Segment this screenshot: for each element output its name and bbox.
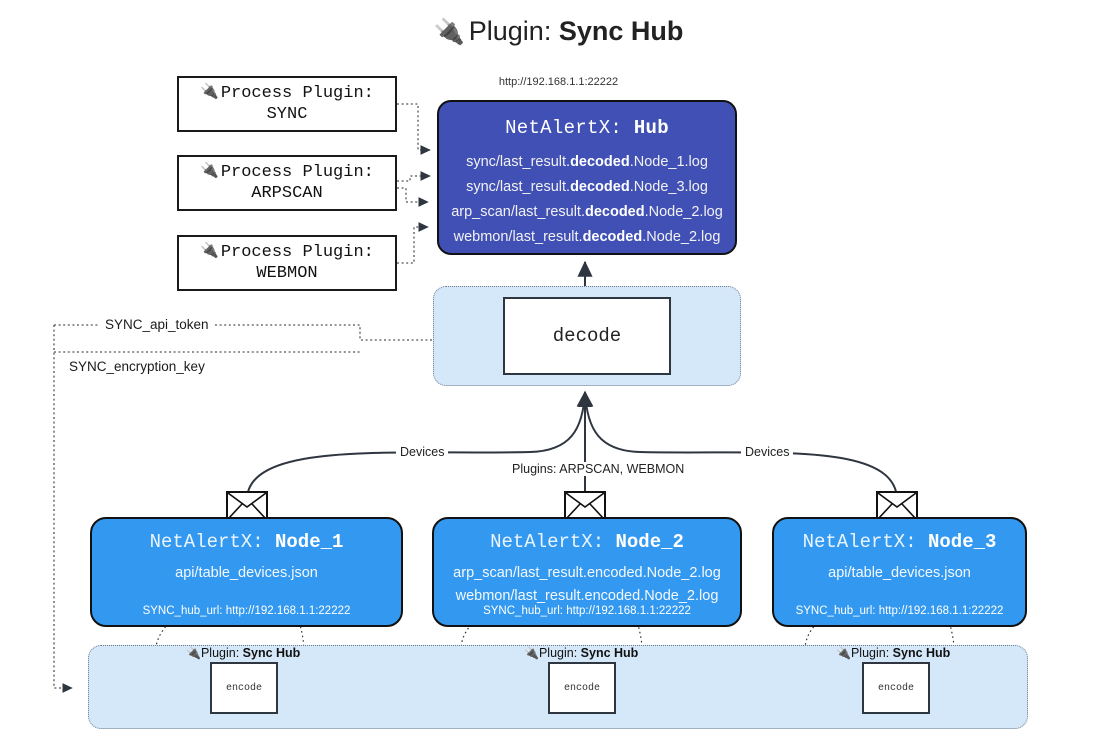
bottom-plugin-label-3: 🔌Plugin: Sync Hub [836, 646, 950, 660]
log-pre: sync/last_result. [466, 154, 571, 170]
node-title: NetAlertX: Node_1 [92, 531, 401, 553]
page-title-prefix: Plugin: [468, 16, 559, 46]
log-pre: webmon/last_result. [453, 228, 583, 245]
process-plugin-box-webmon[interactable]: 🔌Process Plugin: WEBMON [177, 235, 397, 291]
hub-log-row: sync/last_result.decoded.Node_1.log [439, 150, 735, 175]
node-line: webmon/last_result.encoded.Node_2.log [455, 588, 719, 605]
node-title-name: Node_3 [928, 531, 997, 553]
plug-icon: 🔌 [836, 646, 851, 660]
process-plugin-name: WEBMON [256, 264, 318, 283]
log-pre: arp_scan/last_result. [451, 203, 585, 220]
plug-icon: 🔌 [200, 84, 219, 101]
bottom-plugin-label-2: 🔌Plugin: Sync Hub [524, 646, 638, 660]
node-box-node-3[interactable]: NetAlertX: Node_3 api/table_devices.json… [772, 517, 1027, 627]
envelope-icon-glyph [877, 492, 917, 520]
node-line-list: api/table_devices.json [774, 562, 1025, 585]
envelope-icon [876, 491, 918, 521]
hub-url-caption: http://192.168.1.1:22222 [498, 76, 619, 88]
node-title-prefix: NetAlertX: [802, 531, 928, 553]
decode-box[interactable]: decode [503, 297, 671, 375]
node-hub-url: SYNC_hub_url: http://192.168.1.1:22222 [92, 605, 401, 617]
bottom-plugin-prefix: Plugin: [538, 646, 581, 660]
process-plugin-name: ARPSCAN [251, 184, 323, 203]
envelope-icon [226, 491, 268, 521]
plug-icon: 🔌 [433, 18, 465, 46]
bottom-plugin-prefix: Plugin: [850, 646, 893, 660]
hub-log-list: sync/last_result.decoded.Node_1.log sync… [439, 150, 735, 250]
log-em: decoded [570, 154, 630, 170]
page-title: 🔌Plugin: Sync Hub [0, 16, 1117, 47]
node-box-node-2[interactable]: NetAlertX: Node_2 arp_scan/last_result.e… [432, 517, 742, 627]
node-line-list: api/table_devices.json [92, 562, 401, 585]
node-title-prefix: NetAlertX: [490, 531, 616, 553]
node-hub-url-value: http://192.168.1.1:22222 [225, 605, 351, 617]
log-pre: sync/last_result. [466, 178, 571, 195]
log-post: .Node_3.log [629, 178, 708, 195]
node-hub-url-key: SYNC_hub_url: [142, 605, 226, 617]
node-hub-url-value: http://192.168.1.1:22222 [878, 605, 1004, 617]
node-line: api/table_devices.json [175, 565, 318, 581]
hub-log-row: sync/last_result.decoded.Node_3.log [439, 175, 735, 200]
log-post: .Node_2.log [642, 228, 721, 245]
page-title-name: Sync Hub [558, 16, 684, 46]
process-plugin-caption: Process Plugin: [220, 162, 374, 182]
hub-log-row: arp_scan/last_result.decoded.Node_2.log [439, 200, 735, 225]
log-post: .Node_1.log [629, 154, 708, 170]
process-plugin-caption: Process Plugin: [220, 242, 374, 262]
process-plugin-name: SYNC [266, 105, 308, 124]
encode-box-2[interactable]: encode [548, 662, 616, 714]
bottom-plugin-name: Sync Hub [580, 646, 639, 660]
log-em: decoded [570, 178, 630, 195]
node-title: NetAlertX: Node_3 [774, 531, 1025, 553]
node-hub-url-key: SYNC_hub_url: [795, 605, 879, 617]
node-box-node-1[interactable]: NetAlertX: Node_1 api/table_devices.json… [90, 517, 403, 627]
node-title-name: Node_1 [275, 531, 344, 553]
envelope-icon-glyph [227, 492, 267, 520]
node-title-name: Node_2 [615, 531, 684, 553]
node-title-prefix: NetAlertX: [149, 531, 275, 553]
node-title: NetAlertX: Node_2 [434, 531, 740, 553]
bottom-plugin-prefix: Plugin: [200, 646, 243, 660]
process-plugin-box-sync[interactable]: 🔌Process Plugin: SYNC [177, 76, 397, 132]
bottom-plugin-label-1: 🔌Plugin: Sync Hub [186, 646, 300, 660]
encode-box-3[interactable]: encode [862, 662, 930, 714]
plug-icon: 🔌 [200, 243, 219, 260]
node-hub-url-key: SYNC_hub_url: [483, 605, 567, 617]
hub-title-name: Hub [633, 117, 669, 139]
node-line: api/table_devices.json [828, 565, 971, 581]
secret-label-api-token: SYNC_api_token [100, 317, 214, 332]
bottom-plugin-name: Sync Hub [892, 646, 951, 660]
envelope-icon-glyph [565, 492, 605, 520]
hub-title: NetAlertX: Hub [439, 117, 735, 139]
bottom-plugin-name: Sync Hub [242, 646, 301, 660]
hub-log-row: webmon/last_result.decoded.Node_2.log [439, 225, 735, 250]
node-hub-url: SYNC_hub_url: http://192.168.1.1:22222 [774, 605, 1025, 617]
process-plugin-box-arpscan[interactable]: 🔌Process Plugin: ARPSCAN [177, 155, 397, 211]
plug-icon: 🔌 [200, 163, 219, 180]
log-post: .Node_2.log [644, 203, 723, 220]
plug-icon: 🔌 [524, 646, 539, 660]
hub-title-prefix: NetAlertX: [505, 117, 634, 139]
edge-caption-devices-left: Devices [396, 445, 449, 459]
edge-caption-plugins: Plugins: ARPSCAN, WEBMON [508, 462, 689, 476]
node-hub-url: SYNC_hub_url: http://192.168.1.1:22222 [434, 605, 740, 617]
node-line: arp_scan/last_result.encoded.Node_2.log [453, 565, 721, 581]
secret-label-encryption-key: SYNC_encryption_key [64, 359, 210, 374]
hub-box[interactable]: NetAlertX: Hub sync/last_result.decoded.… [437, 100, 737, 255]
edge-caption-devices-right: Devices [741, 445, 794, 459]
log-em: decoded [582, 228, 643, 245]
log-em: decoded [584, 203, 645, 220]
node-line-list: arp_scan/last_result.encoded.Node_2.log … [434, 562, 740, 608]
node-hub-url-value: http://192.168.1.1:22222 [566, 605, 691, 617]
process-plugin-caption: Process Plugin: [220, 83, 374, 103]
plug-icon: 🔌 [186, 646, 201, 660]
encode-box-1[interactable]: encode [210, 662, 278, 714]
